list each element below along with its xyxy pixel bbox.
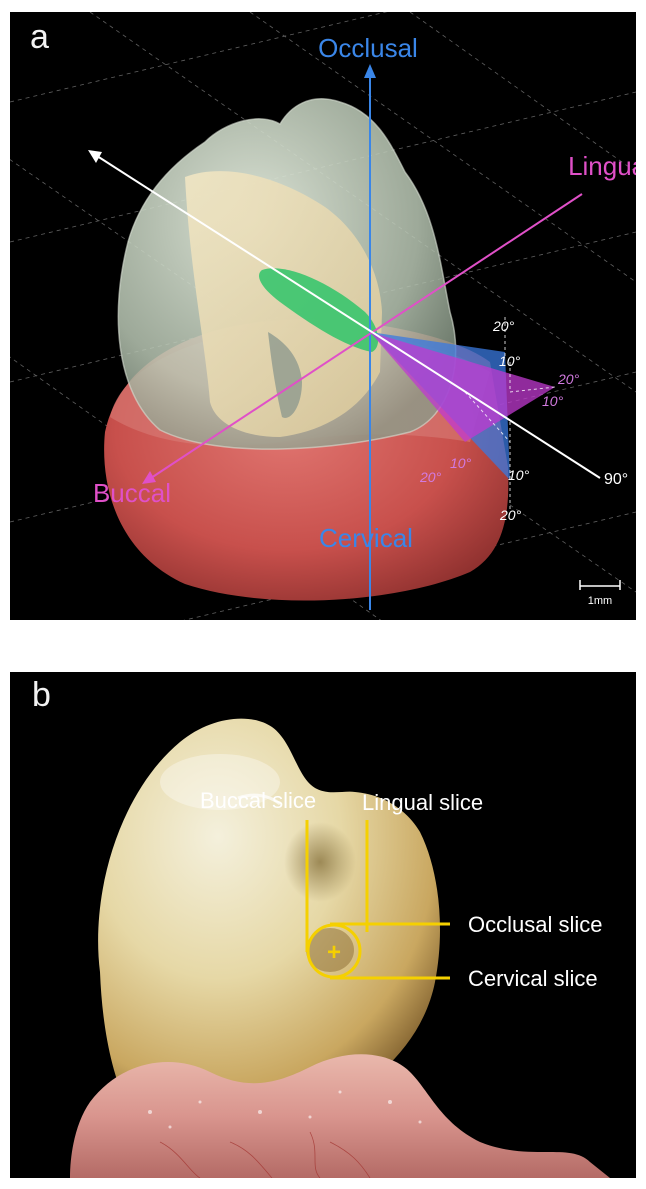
angle-label-left-20: 20° <box>419 469 442 485</box>
angle-label-90: 90° <box>604 471 628 488</box>
scale-bar: 1mm <box>580 580 620 607</box>
reference-arrowhead <box>88 150 102 163</box>
angle-label-bottom-20: 20° <box>499 507 522 523</box>
angle-label-bottom-10: 10° <box>508 467 530 483</box>
angle-label-left-10: 10° <box>450 455 472 471</box>
panel-b-tooth-photo: + Buccal slice Lingual slice Occlusal sl… <box>10 672 636 1178</box>
panel-a-canvas: Occlusal Lingual Buccal Cervical 20° 10°… <box>10 12 636 620</box>
buccal-slice-label: Buccal slice <box>200 788 316 813</box>
scale-bar-label: 1mm <box>588 595 612 607</box>
panel-a-3d-tooth-diagram: Occlusal Lingual Buccal Cervical 20° 10°… <box>10 12 636 620</box>
angle-label-top-20: 20° <box>492 318 515 334</box>
buccal-label: Buccal <box>93 478 171 508</box>
slice-center-mark: + <box>327 939 341 966</box>
angle-label-right-10: 10° <box>542 393 564 409</box>
cusp-depression <box>284 822 356 902</box>
cervical-label: Cervical <box>319 523 413 553</box>
angle-label-top-10: 10° <box>499 353 521 369</box>
panel-a-letter: a <box>30 18 49 57</box>
occlusal-arrowhead <box>364 64 376 78</box>
occlusal-label: Occlusal <box>318 33 418 63</box>
gingiva <box>70 1054 610 1178</box>
lingual-slice-label: Lingual slice <box>362 790 483 815</box>
panel-b-letter: b <box>32 676 51 715</box>
lingual-label: Lingual <box>568 151 636 181</box>
panel-b-canvas: + Buccal slice Lingual slice Occlusal sl… <box>10 672 636 1178</box>
cervical-slice-label: Cervical slice <box>468 966 598 991</box>
occlusal-slice-label: Occlusal slice <box>468 912 602 937</box>
angle-label-right-20: 20° <box>557 371 580 387</box>
